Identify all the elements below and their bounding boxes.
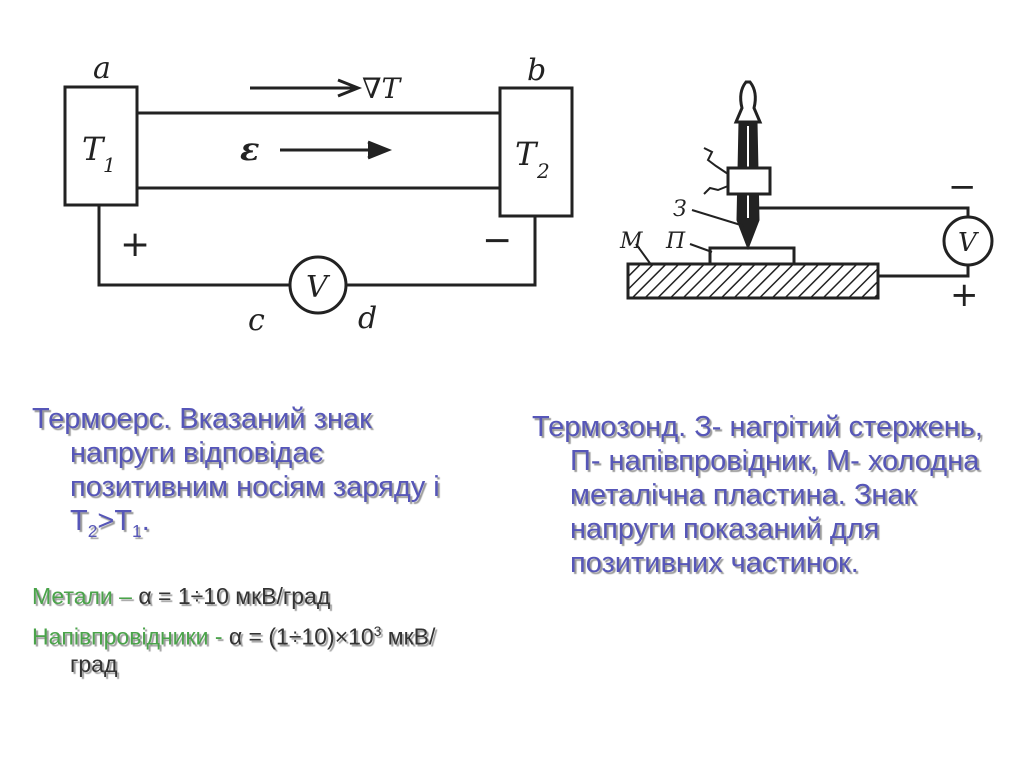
right-caption: Термозонд. З- нагрітий стержень, П- напі… bbox=[532, 410, 1002, 580]
block-t1-label: T bbox=[82, 130, 106, 168]
thermoemf-text-b: >T bbox=[97, 505, 133, 537]
heater-lead-top bbox=[703, 147, 729, 175]
label-c: c bbox=[248, 303, 265, 338]
gradient-label: ∇T bbox=[362, 72, 403, 105]
heater-collar bbox=[726, 166, 772, 196]
wire-probe bbox=[758, 206, 970, 216]
thermoprobe-labels: З П М − + V bbox=[619, 167, 979, 315]
t1-subscript: 1 bbox=[132, 520, 142, 541]
label-d: d bbox=[358, 301, 377, 336]
plus-left: + bbox=[120, 224, 150, 265]
thermoemf-labels: a b c d T 1 T 2 ∇T ε + − V bbox=[82, 51, 550, 338]
gradient-arrowhead bbox=[337, 78, 363, 98]
label-z: З bbox=[673, 197, 687, 222]
thermoemf-text-c: . bbox=[141, 505, 150, 537]
leader-p bbox=[689, 243, 713, 253]
leader-z bbox=[691, 209, 745, 227]
semiconductor-sample bbox=[708, 246, 796, 266]
block-t1-sub: 1 bbox=[103, 153, 116, 177]
minus-left: − bbox=[482, 220, 512, 261]
label-m: М bbox=[619, 229, 643, 254]
label-a: a bbox=[93, 51, 111, 86]
semi-formula: α = (1÷10)×10 bbox=[228, 623, 374, 650]
semi-unit: мкВ/град bbox=[70, 623, 436, 678]
voltmeter-left bbox=[288, 255, 348, 315]
thermoprobe-description: Термозонд. З- нагрітий стержень, П- напі… bbox=[532, 411, 983, 579]
label-p: П bbox=[665, 229, 686, 254]
probe-handle bbox=[733, 80, 763, 124]
heater-lead-bottom bbox=[703, 185, 729, 195]
voltmeter-right-label: V bbox=[958, 228, 979, 258]
thermoprobe-diagram bbox=[626, 80, 994, 300]
left-caption: Термоерс. Вказаний знак напруги відповід… bbox=[32, 402, 452, 678]
thermoemf-diagram bbox=[63, 78, 574, 315]
thermoemf-text-a: Термоерс. Вказаний знак напруги відповід… bbox=[32, 403, 440, 537]
cold-metal-plate bbox=[626, 262, 880, 300]
block-t2-label: T bbox=[515, 135, 539, 173]
voltmeter-left-label: V bbox=[306, 270, 331, 305]
wire-left bbox=[97, 205, 290, 287]
wire-right bbox=[346, 216, 537, 287]
voltmeter-right bbox=[942, 215, 994, 267]
plus-right: + bbox=[950, 275, 979, 315]
leader-m bbox=[635, 243, 653, 267]
metals-label: Метали – bbox=[32, 582, 139, 609]
thermoemf-description: Термоерс. Вказаний знак напруги відповід… bbox=[32, 402, 452, 548]
block-t1 bbox=[63, 85, 139, 207]
minus-right: − bbox=[948, 167, 977, 207]
field-arrowhead bbox=[367, 140, 393, 160]
wire-plate bbox=[878, 266, 970, 278]
semi-label: Напівпровідники - bbox=[32, 623, 229, 650]
semiconductors-coefficient: Напівпровідники - α = (1÷10)×103 мкВ/гра… bbox=[32, 618, 452, 679]
metals-coefficient: Метали – α = 1÷10 мкВ/град bbox=[32, 582, 452, 610]
t2-subscript: 2 bbox=[87, 520, 98, 541]
metals-formula: α = 1÷10 мкВ/град bbox=[138, 582, 331, 609]
label-b: b bbox=[527, 53, 546, 88]
block-t2-sub: 2 bbox=[536, 159, 550, 183]
field-label: ε bbox=[240, 130, 259, 168]
semi-exponent: 3 bbox=[373, 623, 382, 639]
